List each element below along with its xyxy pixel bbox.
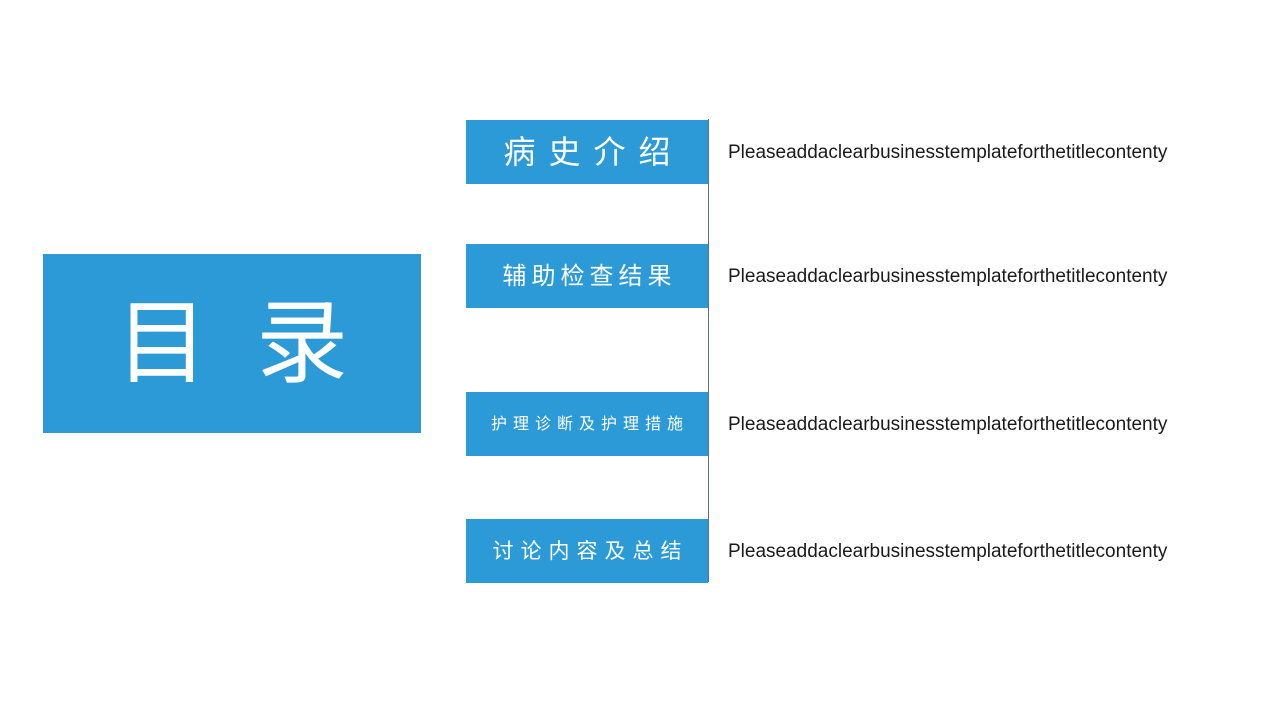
toc-item-2[interactable]: 辅助检查结果 xyxy=(466,244,708,308)
toc-item-description: Pleaseaddaclearbusinesstemplateforthetit… xyxy=(728,266,1168,287)
toc-item-label: 病史介绍 xyxy=(503,133,684,171)
toc-item-4[interactable]: 讨论内容及总结 xyxy=(466,519,708,583)
toc-item-description: Pleaseaddaclearbusinesstemplateforthetit… xyxy=(728,414,1168,435)
toc-title: 目录 xyxy=(115,289,396,397)
toc-title-box: 目录 xyxy=(43,254,421,433)
toc-item-description: Pleaseaddaclearbusinesstemplateforthetit… xyxy=(728,541,1168,562)
toc-item-label: 护理诊断及护理措施 xyxy=(490,414,689,433)
toc-item-label: 讨论内容及总结 xyxy=(492,538,689,563)
toc-item-label: 辅助检查结果 xyxy=(502,262,677,290)
toc-item-1[interactable]: 病史介绍 xyxy=(466,120,708,184)
vertical-divider xyxy=(708,119,709,582)
toc-item-description: Pleaseaddaclearbusinesstemplateforthetit… xyxy=(728,142,1168,163)
toc-item-3[interactable]: 护理诊断及护理措施 xyxy=(466,392,708,456)
